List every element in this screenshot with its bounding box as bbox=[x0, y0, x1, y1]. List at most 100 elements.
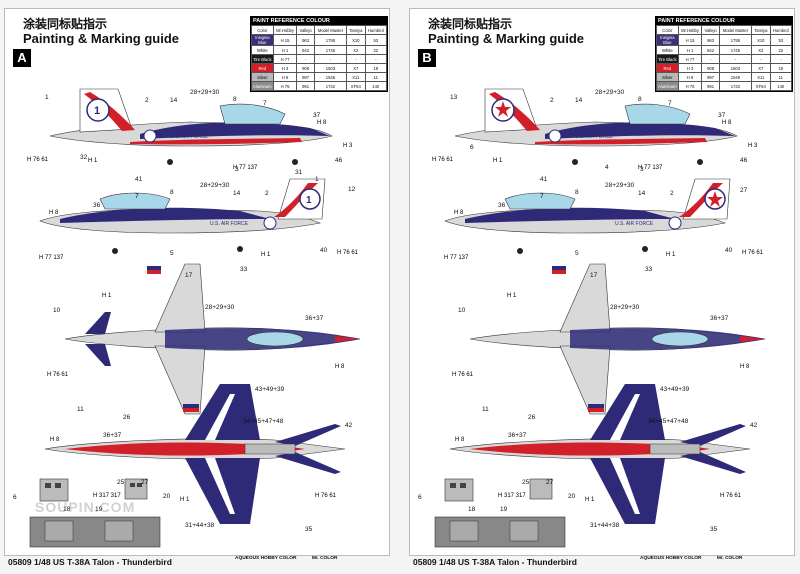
hcode-h76-a4: H 76 61 bbox=[315, 493, 337, 499]
paint-table-title: PAINT REFERENCE COLOUR bbox=[251, 17, 387, 25]
callout-1b: 1 bbox=[315, 176, 319, 183]
callout-43-49-39: 43+49+39 bbox=[255, 386, 285, 393]
callout-b28b: 28+29+30 bbox=[605, 182, 635, 189]
usaf-lettering-2: U.S. AIR FORCE bbox=[210, 221, 249, 227]
svg-text:1: 1 bbox=[94, 105, 100, 117]
legend-aqueous: AQUEOUS HOBBY COLOR bbox=[235, 556, 297, 561]
aircraft-bottom-view bbox=[44, 384, 346, 524]
callout-b43: 43+49+39 bbox=[660, 386, 690, 393]
hcode-h76-a3: H 76 61 bbox=[47, 372, 69, 378]
aircraft-side-view-left-b: U.S. AIR FORCE bbox=[454, 88, 738, 165]
callout-6: 6 bbox=[13, 494, 17, 501]
aircraft-top-view-b bbox=[469, 263, 766, 415]
paint-vallejo-code: 991 bbox=[701, 81, 720, 91]
callout-1: 1 bbox=[45, 94, 49, 101]
callout-b35: 35 bbox=[710, 526, 718, 533]
callout-b41: 41 bbox=[540, 176, 548, 183]
callout-41: 41 bbox=[135, 176, 143, 183]
hcode-h1-b3: H 1 bbox=[507, 293, 517, 299]
title-chinese: 涂装同标贴指示 bbox=[23, 17, 108, 31]
callout-18: 18 bbox=[63, 506, 71, 513]
callout-31: 31 bbox=[295, 169, 303, 176]
paint-legend-b: AQUEOUS HOBBY COLOR Mr. COLOR bbox=[640, 556, 756, 561]
legend-mr-color: Mr. COLOR bbox=[311, 556, 338, 561]
hcode-h1-a4: H 1 bbox=[180, 497, 190, 503]
paint-humbrol-code: 140 bbox=[769, 81, 793, 91]
callout-b6: 6 bbox=[470, 144, 474, 151]
hcode-h3-a: H 3 bbox=[343, 143, 353, 149]
aircraft-drawings-b: U.S. AIR FORCE U.S. AIR FORCE bbox=[418, 88, 766, 548]
usaf-lettering-b2: U.S. AIR FORCE bbox=[615, 221, 654, 227]
callout-bp20: 20 bbox=[568, 493, 576, 500]
hcode-h77-a2: H 77 137 bbox=[39, 255, 64, 261]
aircraft-drawings-a: 1 U.S. AIR FORCE 1 U.S. AIR FORCE bbox=[13, 88, 361, 548]
callout-3: 3 bbox=[235, 166, 239, 173]
paint-master-code: 1742 bbox=[718, 81, 753, 91]
callout-b37: 37 bbox=[718, 112, 726, 119]
callout-bp6: 6 bbox=[418, 494, 422, 501]
callout-b28: 28+29+30 bbox=[595, 89, 625, 96]
hcode-h317-b: H 317 317 bbox=[498, 493, 526, 499]
hcode-h76-b1: H 76 61 bbox=[432, 157, 454, 163]
callout-b7: 7 bbox=[668, 100, 672, 107]
paint-humbrol-code: 53 bbox=[364, 34, 388, 46]
callout-28-29-30: 28+29+30 bbox=[190, 89, 220, 96]
callout-20: 20 bbox=[163, 493, 171, 500]
callout-b34: 34+45+47+48 bbox=[648, 418, 689, 425]
callout-27: 27 bbox=[141, 479, 149, 486]
callout-25: 25 bbox=[117, 479, 125, 486]
aircraft-top-view bbox=[64, 263, 361, 415]
svg-text:1: 1 bbox=[306, 195, 312, 206]
callout-31-44-38: 31+44+38 bbox=[185, 522, 215, 529]
callout-b46: 46 bbox=[740, 157, 748, 164]
callout-b27: 27 bbox=[740, 187, 748, 194]
hcode-h1-b2: H 1 bbox=[666, 252, 676, 258]
callout-b33: 33 bbox=[645, 266, 653, 273]
callout-b3: 3 bbox=[640, 166, 644, 173]
title-chinese-b: 涂装同标贴指示 bbox=[428, 17, 513, 31]
hcode-h1-a2: H 1 bbox=[261, 252, 271, 258]
callout-bp25: 25 bbox=[522, 479, 530, 486]
callout-b31: 31+44+38 bbox=[590, 522, 620, 529]
hcode-h77-b2: H 77 137 bbox=[444, 255, 469, 261]
callout-b26: 26 bbox=[528, 414, 536, 421]
hcode-h8-a1: H 8 bbox=[317, 120, 327, 126]
paint-reference-table: PAINT REFERENCE COLOUR Color Mr.Hobby Va… bbox=[250, 16, 388, 92]
callout-17: 17 bbox=[185, 272, 193, 279]
callout-b8b: 8 bbox=[575, 189, 579, 196]
hcode-h8-b4: H 8 bbox=[455, 437, 465, 443]
callout-b14: 14 bbox=[575, 97, 583, 104]
hcode-h8-a2: H 8 bbox=[49, 210, 59, 216]
hcode-h1-b4: H 1 bbox=[585, 497, 595, 503]
callout-36: 36 bbox=[93, 202, 101, 209]
scheme-badge: A bbox=[13, 49, 31, 67]
paint-vallejo-code: 991 bbox=[296, 81, 315, 91]
hcode-h8-a3: H 8 bbox=[335, 364, 345, 370]
hcode-h8-a4: H 8 bbox=[50, 437, 60, 443]
hcode-h8-b1: H 8 bbox=[722, 120, 732, 126]
hcode-h3-b: H 3 bbox=[748, 143, 758, 149]
paint-table-grid-b: Color Mr.Hobby Vallejo Model Master Tami… bbox=[656, 25, 793, 91]
callout-bp19: 19 bbox=[500, 506, 508, 513]
callout-28-29-30b: 28+29+30 bbox=[200, 182, 230, 189]
callout-34-45-47-48: 34+45+47+48 bbox=[243, 418, 284, 425]
callout-36-37b: 36+37 bbox=[103, 432, 122, 439]
callout-b2: 2 bbox=[550, 97, 554, 104]
callout-11: 11 bbox=[77, 406, 84, 413]
usaf-lettering-1: U.S. AIR FORCE bbox=[170, 134, 209, 140]
instruction-sheet-a: 涂装同标贴指示 Painting & Marking guide A PAINT… bbox=[4, 8, 390, 561]
callout-b14b: 14 bbox=[638, 190, 646, 197]
callout-12: 12 bbox=[348, 186, 356, 193]
hcode-h8-b3: H 8 bbox=[740, 364, 750, 370]
hcode-h76-a1: H 76 61 bbox=[27, 157, 49, 163]
callout-26: 26 bbox=[123, 414, 131, 421]
scheme-badge-b: B bbox=[418, 49, 436, 67]
legend-mr-color-b: Mr. COLOR bbox=[716, 556, 743, 561]
aircraft-side-view-right: 1 U.S. AIR FORCE bbox=[39, 178, 326, 254]
callout-b13: 13 bbox=[450, 94, 458, 101]
